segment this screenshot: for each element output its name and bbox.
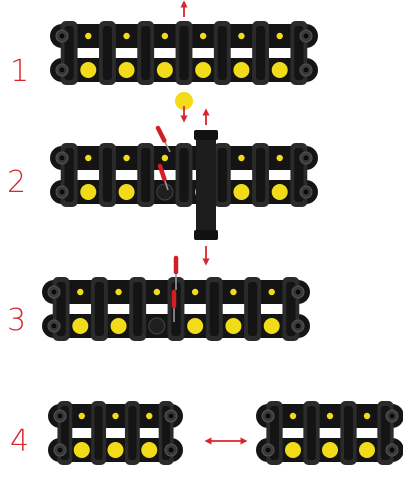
chain-link-center <box>248 282 257 336</box>
chain-end-hole-center <box>266 414 271 419</box>
screwdriver-grip <box>158 128 164 141</box>
chain-link-center <box>141 26 150 80</box>
chain-link-center <box>256 148 265 202</box>
chain-link-center <box>141 148 150 202</box>
chain-pin-small <box>277 33 283 39</box>
chain-end-hole-center <box>58 414 63 419</box>
pulled-link-tab-bottom <box>194 230 218 240</box>
chain-pin-large <box>264 318 280 334</box>
chain-pin-large <box>119 62 135 78</box>
chain-link-center <box>218 148 227 202</box>
chain-pin-large <box>157 62 173 78</box>
chain-pin-large <box>233 184 249 200</box>
chain-pin-large <box>141 442 157 458</box>
chain-end-hole-center <box>52 324 57 329</box>
chain-pin-small <box>200 33 206 39</box>
chain-link-center <box>133 282 142 336</box>
chain-pin-small <box>364 413 370 419</box>
chain-end-hole-center <box>296 324 301 329</box>
chain-pin-large <box>195 62 211 78</box>
chain-pin-large <box>72 318 88 334</box>
chain-end-hole-center <box>296 290 301 295</box>
chain-pin-small <box>146 413 152 419</box>
chain-pin-small <box>123 155 129 161</box>
chain-end-hole-center <box>169 414 174 419</box>
chain-link-center <box>95 406 103 460</box>
chain-pin-small <box>85 33 91 39</box>
chain-link-center <box>218 26 227 80</box>
chain-link-center <box>210 282 219 336</box>
chain-link-center <box>103 26 112 80</box>
chain-segment <box>50 21 318 85</box>
chain-segment <box>48 401 183 465</box>
chain-segment <box>50 143 318 207</box>
chain-pin-small <box>162 33 168 39</box>
chain-pin-large <box>108 442 124 458</box>
chain-end-hole-center <box>266 448 271 453</box>
chain-end-hole-center <box>304 34 309 39</box>
chain-pin-small <box>238 33 244 39</box>
chain-link-center <box>128 406 136 460</box>
chain-link-center <box>95 282 104 336</box>
chain-pin-small <box>123 33 129 39</box>
chain-pin-large <box>80 184 96 200</box>
chain-pin-large <box>74 442 90 458</box>
chain-link-center <box>103 148 112 202</box>
chain-end-hole-center <box>390 448 395 453</box>
chain-pin-large <box>80 62 96 78</box>
chain-link-center <box>307 406 316 460</box>
chain-pin-large <box>359 442 375 458</box>
chain-end-hole-center <box>60 34 65 39</box>
chain-end-hole-center <box>58 448 63 453</box>
chain-pin-large <box>187 318 203 334</box>
chain-end-hole-center <box>169 448 174 453</box>
chain-pin-small <box>192 289 198 295</box>
chain-end-hole-center <box>52 290 57 295</box>
chain-pin-large <box>119 184 135 200</box>
chain-pin-large <box>272 184 288 200</box>
pulled-link <box>194 130 218 240</box>
chain-pin-large <box>111 318 127 334</box>
chain-segment <box>256 401 403 465</box>
chain-pin-small <box>327 413 333 419</box>
chain-end-hole-center <box>304 190 309 195</box>
chain-pin-large <box>225 318 241 334</box>
chain-pin-large <box>322 442 338 458</box>
chain-pin-removed <box>157 184 173 200</box>
chain-pin-small <box>269 289 275 295</box>
chain-pin-small <box>277 155 283 161</box>
chain-link-center <box>179 148 188 202</box>
chain-pin-small <box>230 289 236 295</box>
chain-pin-small <box>79 413 85 419</box>
chain-end-hole-center <box>60 68 65 73</box>
chain-end-hole-center <box>304 156 309 161</box>
chain-pin-small <box>85 155 91 161</box>
chain-pin-small <box>112 413 118 419</box>
chain-pin-large <box>272 62 288 78</box>
chain-link-center <box>171 282 180 336</box>
chain-link-center <box>256 26 265 80</box>
chain-end-hole-center <box>304 68 309 73</box>
chain-pin-small <box>162 155 168 161</box>
pulled-link-tab-top <box>194 130 218 140</box>
chain-pin-large <box>285 442 301 458</box>
chain-pin-small <box>115 289 121 295</box>
chain-end-hole-center <box>390 414 395 419</box>
chain-link-center <box>344 406 353 460</box>
chain-pin-large <box>233 62 249 78</box>
chain-end-hole-center <box>60 190 65 195</box>
chain-pin-small <box>77 289 83 295</box>
chain-pin-small <box>154 289 160 295</box>
chain-pin-small <box>290 413 296 419</box>
chain-pin-small <box>238 155 244 161</box>
chain-end-hole-center <box>60 156 65 161</box>
chain-pin-removed <box>149 318 165 334</box>
chain-link-center <box>179 26 188 80</box>
pulled-link-body <box>196 130 216 240</box>
